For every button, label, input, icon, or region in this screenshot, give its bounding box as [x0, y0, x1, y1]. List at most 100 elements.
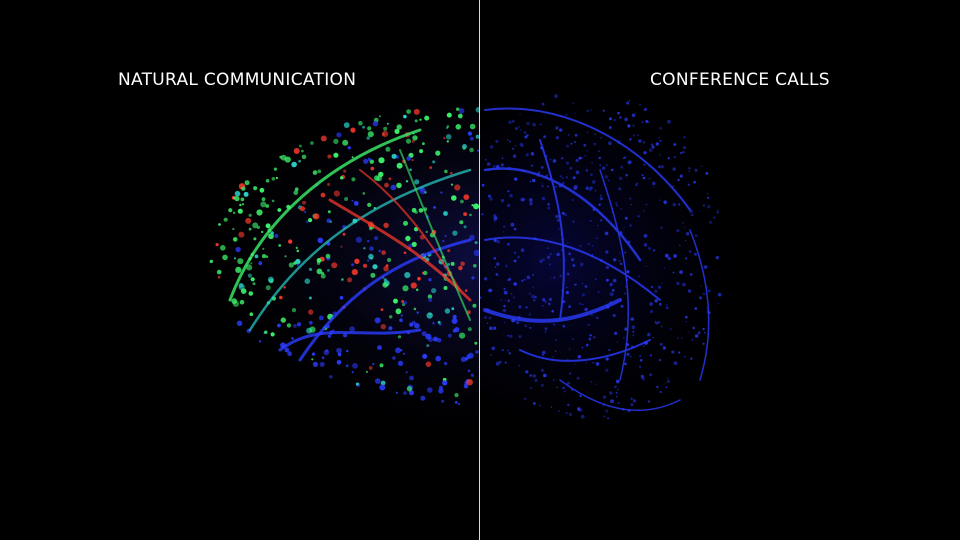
- activity-dot: [248, 291, 254, 296]
- activity-dot: [642, 345, 645, 347]
- activity-dot: [258, 340, 261, 343]
- activity-dot: [352, 362, 358, 369]
- activity-dot: [270, 332, 275, 337]
- activity-dot: [643, 234, 648, 238]
- activity-dot: [636, 134, 639, 137]
- activity-dot: [426, 312, 433, 319]
- activity-dot: [632, 134, 636, 137]
- activity-dot: [541, 184, 544, 188]
- activity-dot: [612, 314, 616, 317]
- activity-dot: [706, 192, 709, 195]
- activity-dot: [332, 329, 335, 332]
- activity-dot: [598, 150, 600, 152]
- activity-dot: [370, 272, 376, 278]
- activity-dot: [235, 246, 241, 253]
- activity-dot: [529, 387, 532, 390]
- activity-dot: [605, 368, 609, 372]
- activity-dot: [475, 350, 479, 354]
- activity-dot: [665, 386, 668, 389]
- activity-dot: [234, 196, 240, 202]
- activity-dot: [665, 306, 669, 310]
- activity-dot: [569, 166, 573, 170]
- activity-dot: [291, 308, 297, 313]
- activity-dot: [218, 223, 221, 226]
- activity-dot: [609, 126, 612, 129]
- activity-dot: [374, 317, 381, 324]
- activity-dot: [443, 286, 448, 290]
- activity-dot: [702, 204, 706, 207]
- activity-dot: [232, 237, 238, 242]
- activity-dot: [340, 245, 343, 248]
- activity-dot: [446, 112, 452, 118]
- activity-dot: [602, 166, 606, 170]
- activity-dot: [517, 255, 520, 259]
- activity-dot: [488, 194, 491, 198]
- activity-dot: [685, 257, 688, 260]
- activity-dot: [452, 230, 458, 236]
- activity-dot: [327, 183, 331, 186]
- activity-dot: [629, 138, 632, 141]
- activity-dot: [393, 298, 398, 304]
- activity-dot: [569, 372, 571, 375]
- activity-dot: [293, 190, 299, 196]
- activity-dot: [678, 351, 681, 354]
- activity-dot: [369, 226, 373, 231]
- activity-dot: [265, 179, 270, 183]
- activity-dot: [685, 320, 687, 323]
- activity-dot: [575, 158, 579, 163]
- activity-dot: [624, 216, 628, 220]
- activity-dot: [451, 318, 458, 324]
- activity-dot: [460, 261, 465, 267]
- activity-dot: [308, 267, 313, 271]
- activity-dot: [608, 141, 612, 145]
- activity-dot: [237, 208, 243, 214]
- activity-dot: [529, 201, 533, 206]
- activity-dot: [401, 300, 405, 303]
- activity-dot: [217, 276, 221, 279]
- activity-dot: [620, 208, 622, 210]
- activity-dot: [452, 314, 457, 319]
- activity-dot: [336, 132, 342, 138]
- activity-dot: [564, 300, 567, 303]
- activity-dot: [643, 210, 645, 212]
- activity-dot: [399, 318, 403, 323]
- activity-dot: [382, 130, 389, 137]
- activity-dot: [265, 285, 271, 291]
- activity-dot: [354, 258, 360, 264]
- activity-dot: [673, 361, 678, 365]
- activity-dot: [406, 156, 412, 161]
- activity-dot: [512, 296, 516, 299]
- activity-dot: [649, 309, 654, 314]
- activity-dot: [395, 308, 402, 315]
- activity-dot: [414, 322, 420, 329]
- activity-dot: [673, 156, 676, 159]
- activity-dot: [639, 354, 642, 357]
- activity-dot: [260, 201, 267, 208]
- activity-dot: [548, 297, 553, 302]
- activity-dot: [459, 220, 464, 225]
- activity-dot: [406, 386, 413, 392]
- activity-dot: [626, 101, 630, 105]
- activity-dot: [273, 167, 277, 171]
- activity-dot: [682, 146, 687, 150]
- activity-dot: [500, 199, 505, 203]
- activity-dot: [528, 292, 531, 295]
- activity-dot: [658, 137, 660, 139]
- activity-dot: [694, 168, 698, 172]
- activity-dot: [590, 109, 592, 111]
- activity-dot: [662, 346, 667, 350]
- activity-dot: [596, 316, 599, 319]
- activity-dot: [329, 375, 333, 379]
- activity-dot: [475, 134, 479, 139]
- activity-dot: [562, 386, 565, 390]
- activity-dot: [687, 183, 690, 186]
- activity-dot: [287, 351, 292, 357]
- activity-dot: [513, 282, 517, 286]
- activity-dot: [682, 151, 685, 154]
- activity-dot: [567, 133, 570, 136]
- activity-dot: [609, 282, 613, 287]
- activity-dot: [606, 278, 609, 282]
- activity-dot: [261, 254, 267, 259]
- activity-dot: [503, 304, 506, 308]
- activity-dot: [629, 160, 632, 163]
